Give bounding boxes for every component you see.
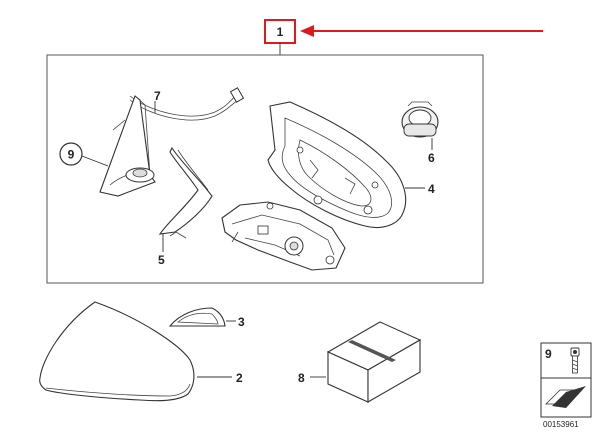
red-arrow-head	[300, 25, 314, 37]
label-2: 2	[236, 371, 243, 385]
callout-label: 1	[277, 25, 284, 39]
label-5: 5	[158, 253, 165, 267]
label-9-circle	[59, 142, 83, 166]
label-6: 6	[428, 151, 435, 165]
part-4-housing: 4	[267, 101, 435, 229]
part-7-cable: 7	[129, 87, 245, 121]
label-7: 7	[154, 89, 161, 103]
mounting-bracket	[221, 201, 346, 271]
part-5-cover: 5	[158, 146, 213, 267]
part-8-box: 8	[298, 321, 422, 403]
main-callout: 1	[264, 19, 543, 55]
legend-box: 9 00153961	[540, 342, 592, 429]
part-3-cap: 3	[168, 307, 245, 329]
label-3: 3	[238, 315, 245, 329]
label-8: 8	[298, 371, 305, 385]
screw-icon	[570, 347, 580, 374]
label-4: 4	[428, 182, 435, 196]
legend-number: 9	[545, 347, 552, 361]
direction-arrow-icon	[545, 386, 586, 408]
part-2-mirror-cover: 2	[39, 301, 243, 402]
label-9: 9	[68, 148, 75, 162]
part-6-motor: 6	[401, 101, 439, 165]
part-9-base: 9	[59, 95, 156, 197]
assembly-frame	[46, 54, 484, 284]
catalog-number: 00153961	[543, 420, 579, 429]
